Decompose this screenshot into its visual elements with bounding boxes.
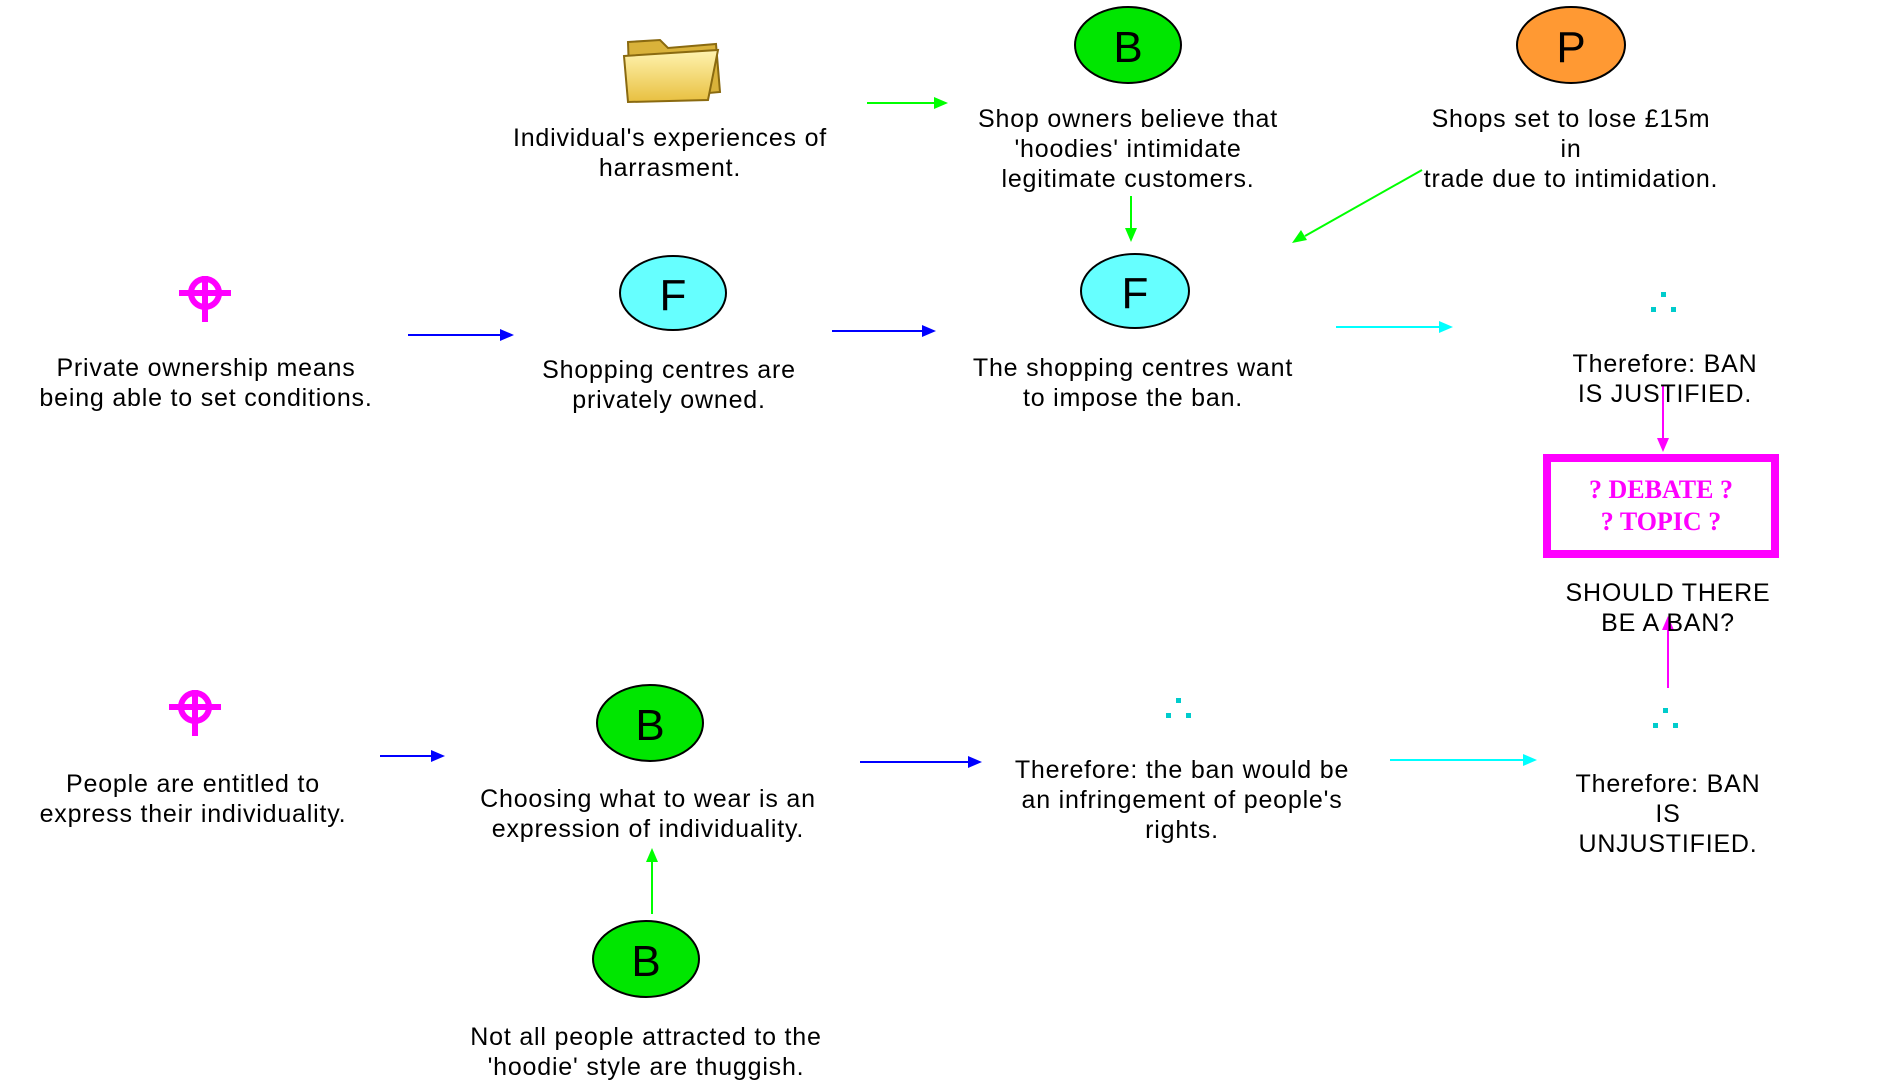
fact-icon[interactable]: F [1080,253,1190,329]
therefore-icon[interactable] [1166,698,1191,718]
belief-icon[interactable]: B [596,684,704,762]
arrow [1336,321,1453,333]
folder-icon[interactable] [622,38,722,104]
belief-letter: B [1113,23,1142,72]
arrow [867,97,948,109]
node-centres-want[interactable]: The shopping centres want to impose the … [972,354,1294,412]
arrow [380,750,445,762]
node-private-ownership[interactable]: Private ownership means being able to se… [39,354,373,412]
debate-topic-box[interactable]: ? DEBATE ? ? TOPIC ? [1543,454,1779,558]
arrow [1390,754,1537,766]
arrow [1662,616,1674,688]
topic-line-2: ? TOPIC ? [1600,507,1722,536]
node-shops-lose[interactable]: Shops set to lose £15m in trade due to i… [1423,105,1719,193]
fact-letter: F [1122,269,1149,318]
arrow [408,329,514,341]
topic-line-1: ? DEBATE ? [1589,475,1733,504]
arrow [1657,385,1669,452]
node-choosing[interactable]: Choosing what to wear is an expression o… [480,785,816,843]
arrow [1292,169,1423,243]
node-not-all[interactable]: Not all people attracted to the 'hoodie'… [470,1023,822,1081]
belief-letter: B [635,701,664,750]
therefore-icon[interactable] [1651,292,1676,312]
celtic-cross-icon[interactable] [179,276,231,322]
arrow [860,756,982,768]
node-ban-unjustified[interactable]: Therefore: BAN IS UNJUSTIFIED. [1575,770,1761,858]
publication-letter: P [1556,23,1585,72]
publication-icon[interactable]: P [1516,6,1626,84]
celtic-cross-icon[interactable] [169,690,221,736]
node-infringement[interactable]: Therefore: the ban would be an infringem… [1014,756,1350,844]
arrow [646,848,658,914]
arrow [832,325,936,337]
fact-letter: F [660,271,687,320]
therefore-icon[interactable] [1653,708,1678,728]
node-privately-owned[interactable]: Shopping centres are privately owned. [542,356,796,414]
node-entitled[interactable]: People are entitled to express their ind… [39,770,347,828]
node-experiences[interactable]: Individual's experiences of harrasment. [512,124,828,182]
belief-icon[interactable]: B [1074,6,1182,84]
fact-icon[interactable]: F [619,255,727,331]
node-shop-owners[interactable]: Shop owners believe that 'hoodies' intim… [978,105,1278,193]
node-ban-justified[interactable]: Therefore: BAN IS JUSTIFIED. [1572,350,1758,408]
belief-letter: B [631,937,660,986]
node-should-ban[interactable]: SHOULD THERE BE A BAN? [1565,579,1771,637]
belief-icon[interactable]: B [592,920,700,998]
arrow [1125,196,1137,242]
